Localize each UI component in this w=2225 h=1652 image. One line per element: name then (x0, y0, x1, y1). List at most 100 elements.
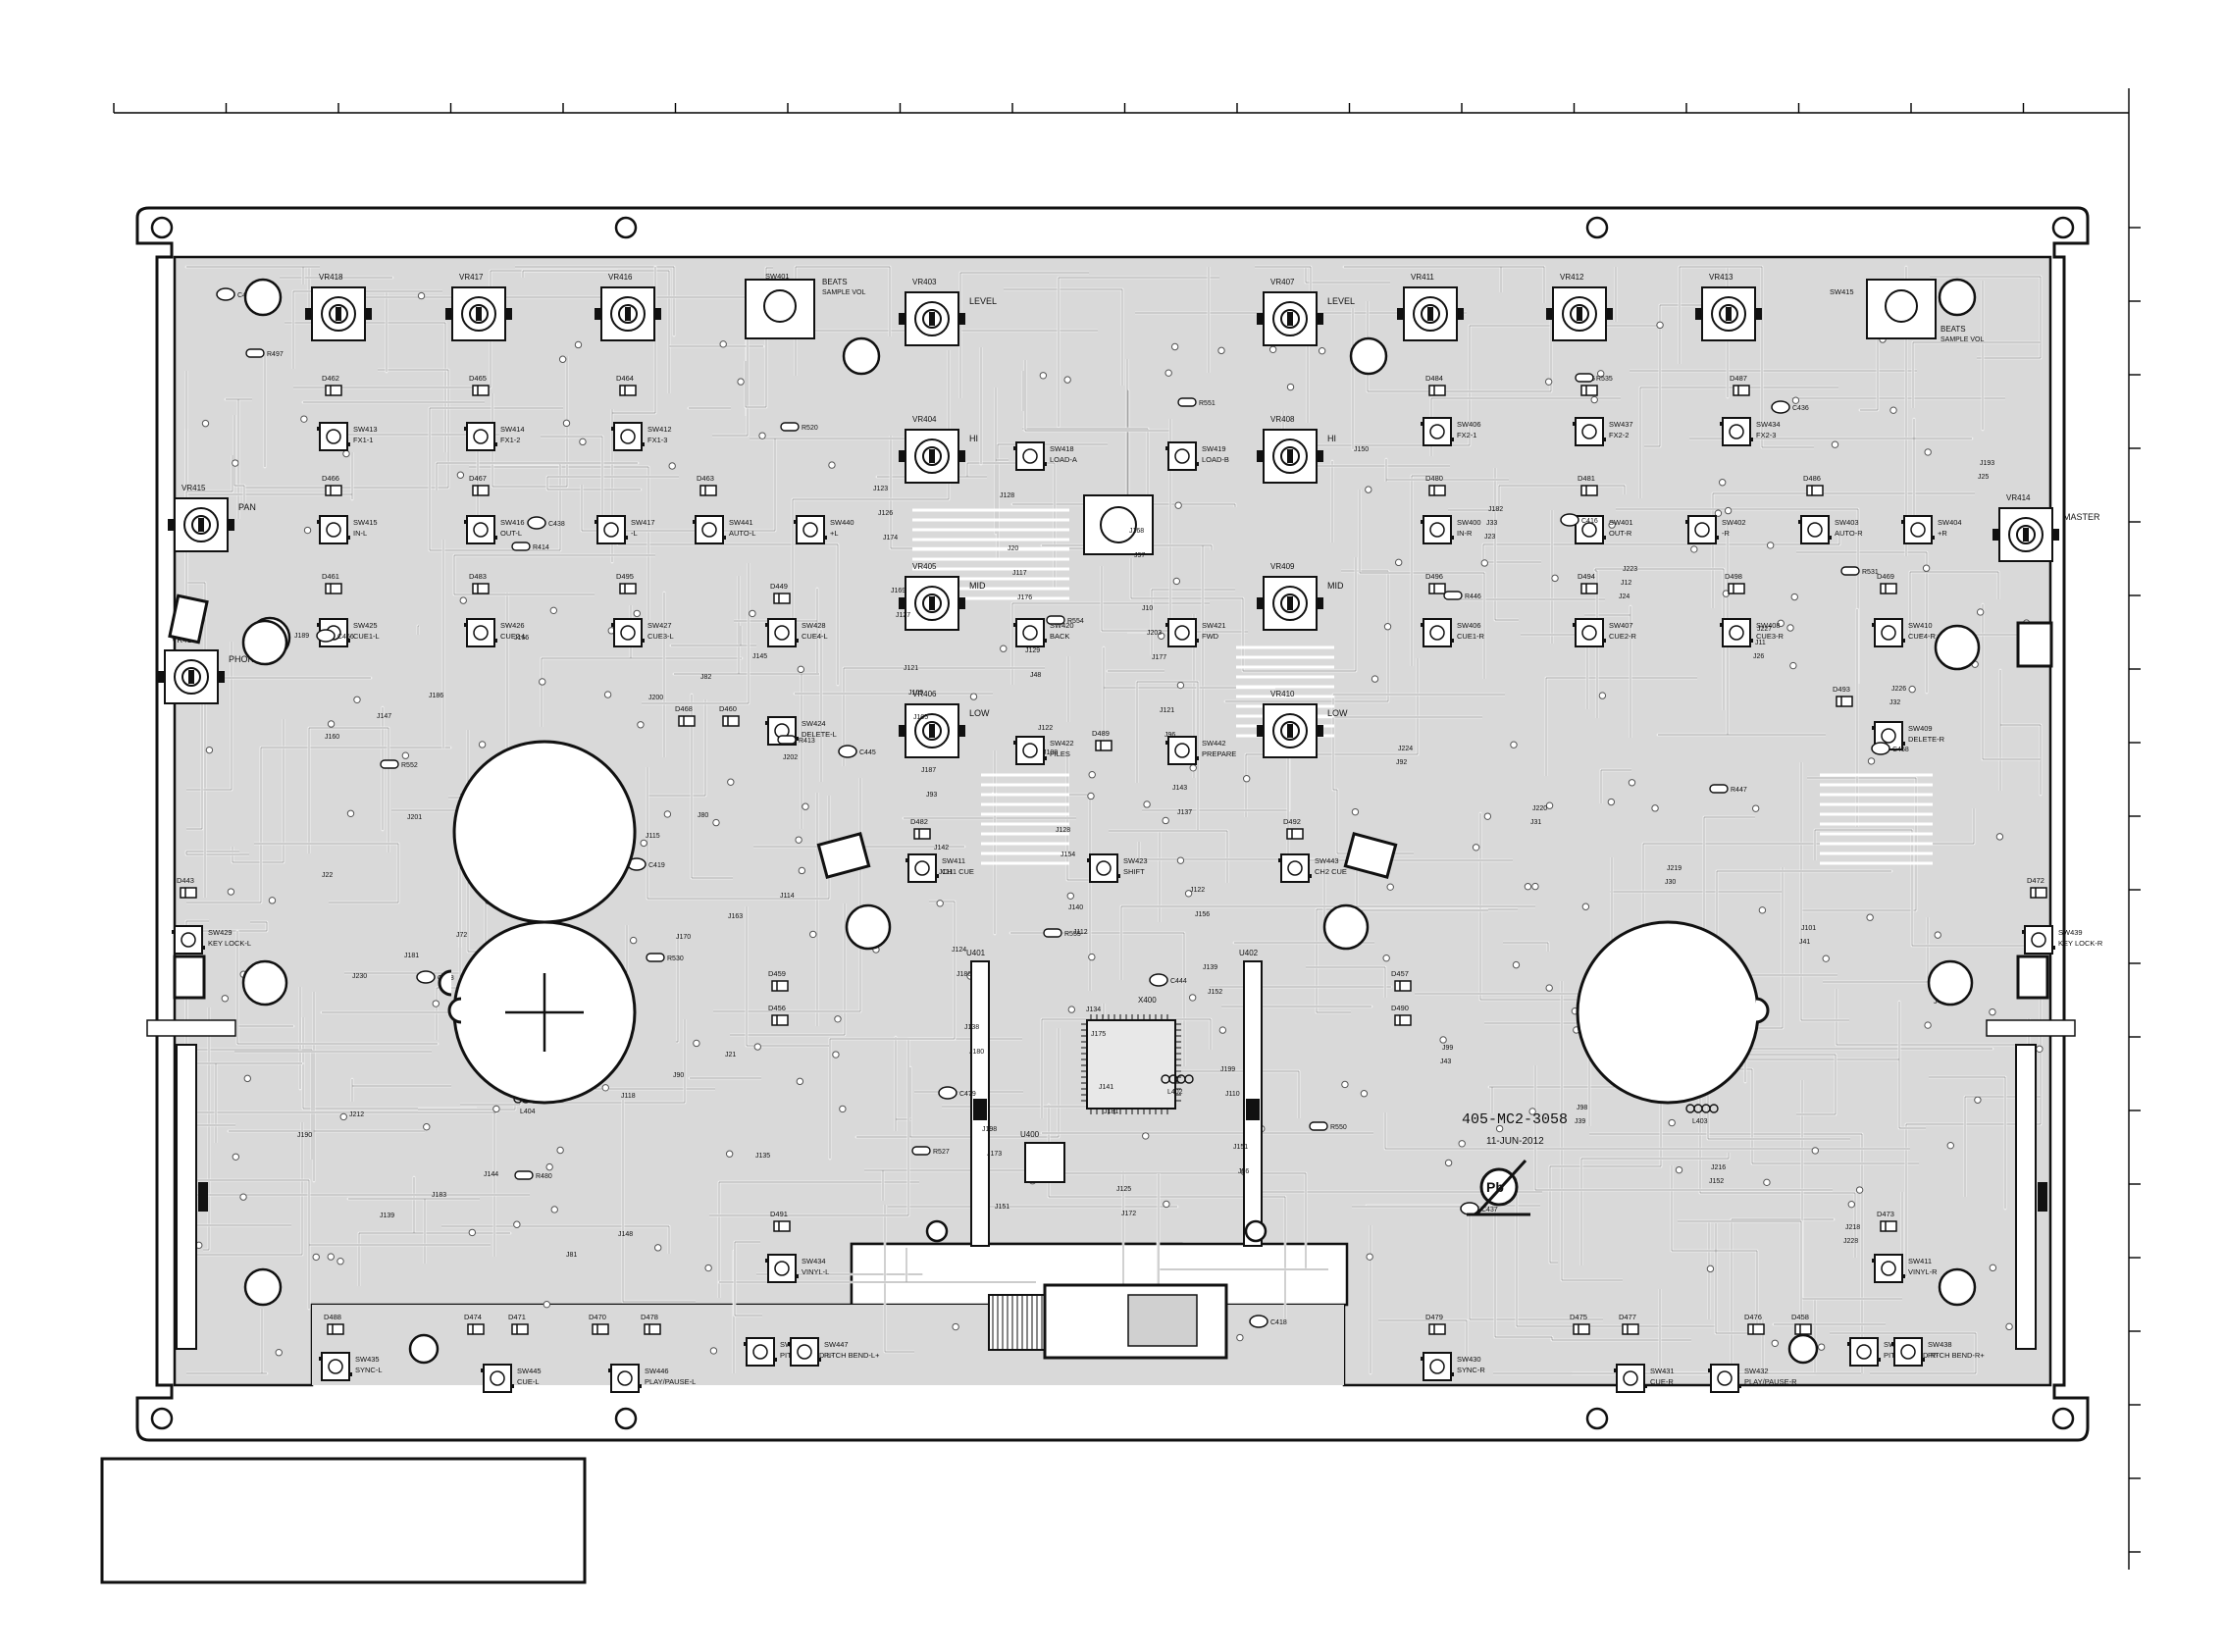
rotary-pot: VR417 (445, 273, 512, 341)
led-ref-label: D483 (469, 572, 487, 581)
switch-ref-label: SW410 (1908, 621, 1933, 630)
led: D472 (2027, 876, 2047, 899)
switch-function-label: CUE-R (1650, 1377, 1674, 1386)
led-ref-label: D467 (469, 474, 487, 483)
led-ref-label: D465 (469, 374, 487, 383)
led: D498 (1725, 572, 1745, 594)
jumper-ref-label: J92 (1396, 759, 1407, 766)
switch-ref-label: SW434 (802, 1257, 826, 1265)
switch-ref-label: SW424 (802, 719, 826, 728)
led: D491 (770, 1210, 791, 1232)
led-ref-label: D477 (1619, 1313, 1636, 1321)
resistor-ref-label: R520 (802, 425, 818, 432)
led: D467 (469, 474, 490, 496)
switch-function-label: +L (830, 529, 839, 538)
capacitor-ref-label: C444 (1170, 978, 1187, 985)
resistor-ref-label: R550 (1330, 1124, 1347, 1131)
switch-function-label: CUE-L (517, 1377, 540, 1386)
switch-ref-label: SW420 (1050, 621, 1074, 630)
switch-ref-label: SW403 (1835, 518, 1859, 527)
jumper-ref-label: J182 (1488, 506, 1503, 513)
led: D494 (1578, 572, 1598, 594)
capacitor-ref-label: C416 (1581, 518, 1598, 525)
led-ref-label: D492 (1283, 817, 1301, 826)
pot-ref-label: VR403 (912, 278, 937, 286)
browse-encoder (1083, 494, 1154, 555)
jumper-ref-label: J181 (404, 953, 419, 959)
switch-function-label: FWD (1202, 632, 1219, 641)
jumper-ref-label: J151 (1233, 1144, 1248, 1151)
led: D461 (322, 572, 342, 594)
switch-ref-label: SW418 (1050, 444, 1074, 453)
jumper-ref-label: J219 (1667, 865, 1682, 872)
jumper-ref-label: J72 (456, 932, 467, 939)
switch-ref-label: SW427 (647, 621, 672, 630)
switch-function-label: FX2-2 (1609, 431, 1629, 439)
led-ref-label: D443 (177, 876, 194, 885)
switch-function-label: CUE3-L (647, 632, 674, 641)
resistor-ref-label: R447 (1731, 787, 1747, 794)
led-ref-label: D469 (1877, 572, 1894, 581)
switch-ref-label: SW401 (1609, 518, 1633, 527)
switch-ref-label: SW419 (1202, 444, 1226, 453)
switch-ref-label: SW434 (1756, 420, 1781, 429)
led-ref-label: D486 (1803, 474, 1821, 483)
resistor: R520 (780, 422, 818, 432)
pot-ref-label: VR413 (1709, 273, 1733, 282)
switch-function-label: VINYL-R (1908, 1267, 1938, 1276)
jumper-ref-label: J41 (1799, 939, 1810, 946)
jumper-ref-label: J156 (1195, 911, 1210, 918)
jumper-ref-label: J33 (1486, 520, 1497, 527)
capacitor-ref-label: C458 (1892, 747, 1909, 753)
ic-ref-label: U401 (966, 949, 986, 957)
switch-ref-label: SW437 (1609, 420, 1633, 429)
part-number-label: 405-MC2-3058 (1462, 1111, 1568, 1128)
resistor: R552 (380, 759, 418, 769)
pot-ref-label: VR405 (912, 562, 937, 571)
frame-ruler (113, 88, 2141, 1570)
led-ref-label: D488 (324, 1313, 341, 1321)
resistor-ref-label: R527 (933, 1149, 950, 1156)
jumper-ref-label: J30 (1665, 879, 1676, 886)
jumper-ref-label: J43 (1440, 1058, 1451, 1065)
mounting-hole (614, 1407, 638, 1430)
jumper-ref-label: J173 (987, 1151, 1002, 1158)
switch-function-label: LOAD-B (1202, 455, 1229, 464)
inductor-ref-label: L402 (1167, 1089, 1183, 1096)
jumper-ref-label: J121 (1160, 707, 1174, 714)
jumper-ref-label: J112 (1073, 929, 1088, 936)
pb-free-mark: Pb (1467, 1159, 1530, 1216)
resistor: R413 (777, 735, 815, 745)
led-ref-label: D457 (1391, 969, 1409, 978)
led: D456 (768, 1004, 789, 1026)
switch-function-label: CUE1-R (1457, 632, 1485, 641)
capacitor-ref-label: C437 (1481, 1207, 1498, 1213)
switch-function-label: DELETE-L (802, 730, 837, 739)
led: D496 (1425, 572, 1446, 594)
switch-ref-label: SW439 (2058, 928, 2083, 937)
pot-ref-label: VR416 (608, 273, 633, 282)
jumper-ref-label: J169 (891, 588, 906, 594)
led-ref-label: D484 (1425, 374, 1443, 383)
resistor-ref-label: R554 (1067, 618, 1084, 625)
jumper-ref-label: J154 (1061, 852, 1075, 858)
jumper-ref-label: J129 (1025, 647, 1040, 654)
led-ref-label: D478 (641, 1313, 658, 1321)
led: D488 (324, 1313, 344, 1335)
pot-function-label: LEVEL (969, 296, 997, 306)
resistor-ref-label: R531 (1862, 569, 1879, 576)
jumper-ref-label: J145 (752, 653, 767, 660)
pot-ref-label: VR415 (181, 484, 206, 492)
jumper-ref-label: J144 (484, 1171, 498, 1178)
